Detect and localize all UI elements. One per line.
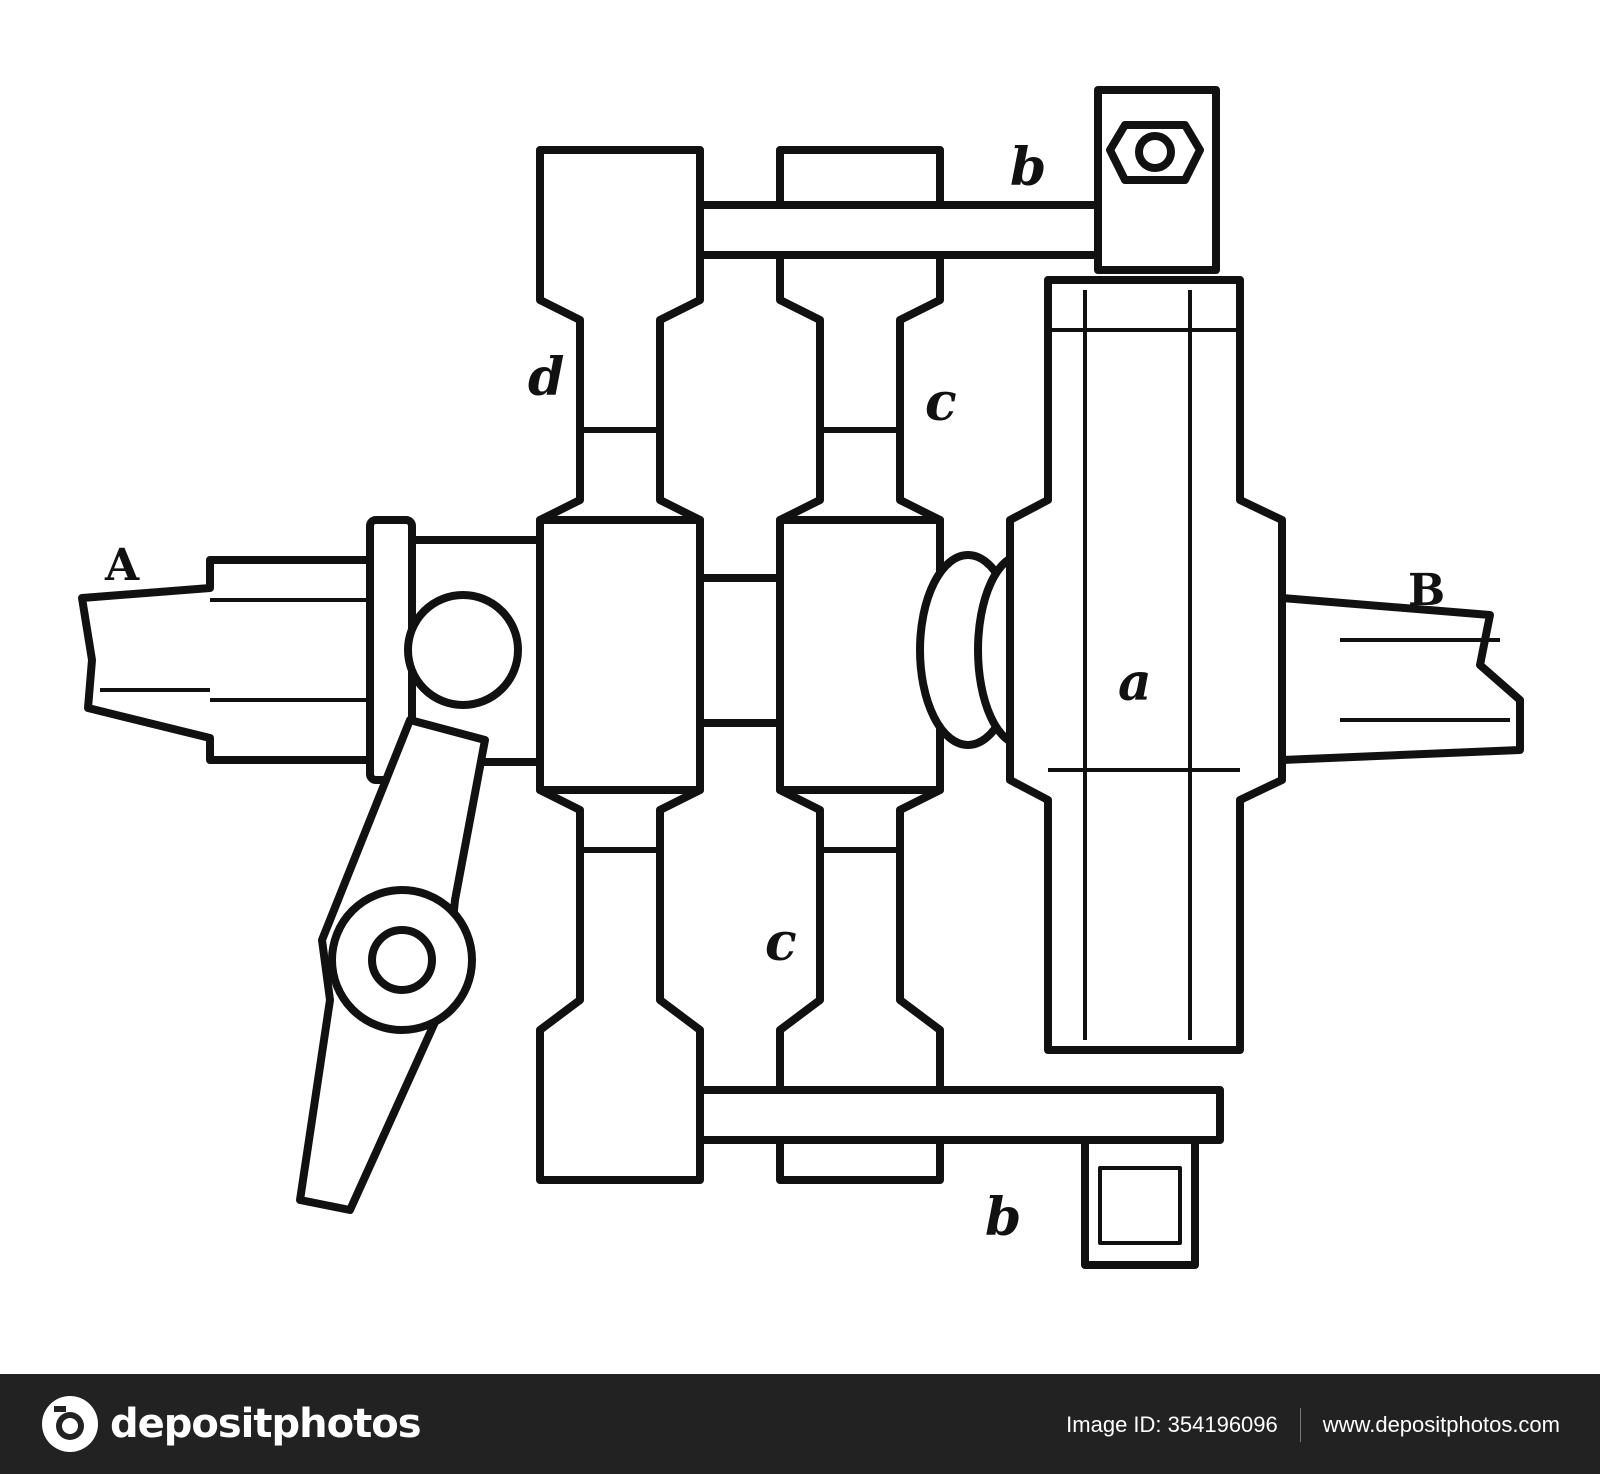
brand-logo[interactable]: depositphotos	[40, 1394, 422, 1454]
lever-pin	[404, 591, 522, 709]
label-b-bottom: b	[985, 1187, 1021, 1248]
label-c-lower: c	[765, 912, 797, 973]
wheel-a	[1006, 276, 1286, 1054]
label-c-upper: c	[925, 372, 957, 433]
label-A: A	[104, 540, 140, 591]
label-b-top: b	[1010, 137, 1046, 198]
label-a: a	[1118, 652, 1152, 713]
stock-footer: depositphotos Image ID: 354196096 www.de…	[0, 1374, 1600, 1474]
rod-b-bottom	[696, 1086, 1224, 1144]
site-url[interactable]: www.depositphotos.com	[1322, 1412, 1560, 1437]
camera-logo-icon	[42, 1396, 98, 1452]
shaft-coupling-drawing: A B a b b c c d	[78, 86, 1524, 1269]
engraving-diagram: A B a b b c c d	[78, 86, 1524, 1269]
meta-divider	[1299, 1408, 1301, 1442]
label-d: d	[528, 347, 564, 408]
brand-name: depositphotos	[110, 1401, 422, 1447]
shaft-b	[1278, 594, 1524, 764]
rod-b-top	[696, 201, 1124, 259]
shaft-a	[78, 556, 374, 764]
label-B: B	[1408, 565, 1445, 616]
image-id: Image ID: 354196096	[1066, 1412, 1278, 1437]
image-meta: Image ID: 354196096 www.depositphotos.co…	[1066, 1408, 1560, 1442]
